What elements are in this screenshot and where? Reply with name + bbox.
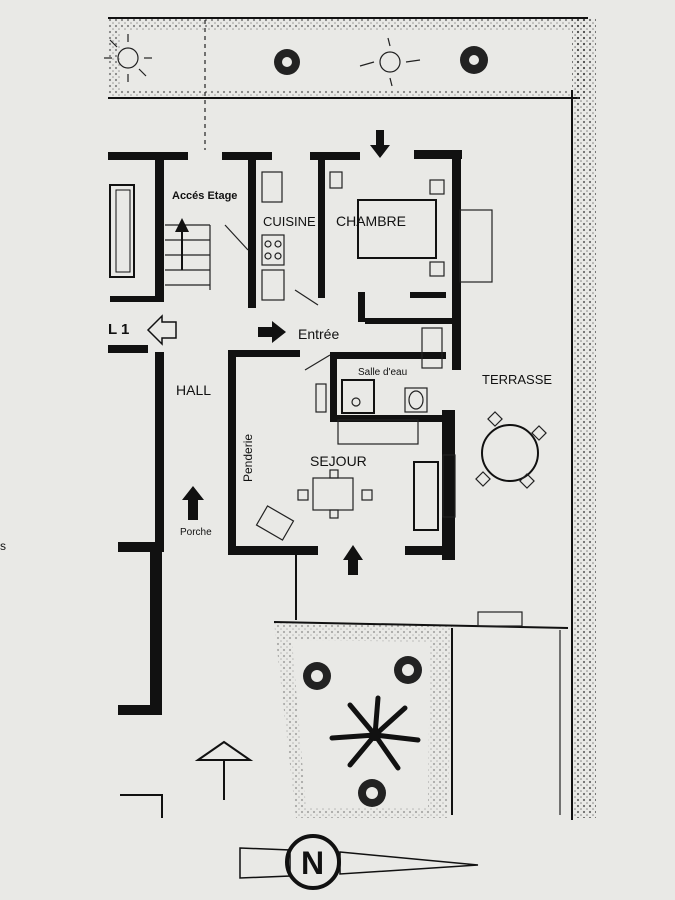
label-acces-etage: Accés Etage xyxy=(172,190,237,202)
compass-north-icon xyxy=(239,834,479,890)
level-marker: L 1 xyxy=(108,321,129,338)
level-arrow-icon xyxy=(146,314,177,346)
kitchen-fixtures xyxy=(224,171,319,306)
compass-letter: N xyxy=(301,845,324,881)
bathroom-fixtures xyxy=(341,327,443,414)
tree-icon xyxy=(394,656,422,684)
stairs xyxy=(165,218,211,290)
tree-icon xyxy=(460,46,488,74)
entry-arrow-icon xyxy=(343,545,363,575)
round-table-icon xyxy=(475,411,547,489)
tree-icon xyxy=(358,779,386,807)
label-chambre: CHAMBRE xyxy=(336,213,406,229)
entry-arrow-icon xyxy=(182,486,204,520)
interior-walls xyxy=(228,158,455,555)
label-penderie: Penderie xyxy=(241,434,255,482)
label-sejour: SEJOUR xyxy=(310,453,367,469)
parasol-icon xyxy=(194,740,254,800)
palm-tree-icon xyxy=(329,695,421,771)
sun-icon xyxy=(359,37,421,87)
top-garden-strip xyxy=(108,17,588,150)
right-garden-border xyxy=(571,18,596,820)
entry-arrow-icon xyxy=(370,130,390,158)
left-structure xyxy=(109,184,135,278)
bed xyxy=(329,171,493,283)
sun-icon xyxy=(104,34,152,82)
exterior-walls xyxy=(108,150,462,715)
tree-icon xyxy=(274,49,300,75)
label-entree: Entrée xyxy=(298,326,339,342)
tree-icon xyxy=(303,662,331,690)
label-terrasse: TERRASSE xyxy=(482,372,552,387)
label-salle-deau: Salle d'eau xyxy=(358,367,407,378)
edge-text: s xyxy=(0,539,6,553)
entry-arrow-icon xyxy=(258,321,286,343)
label-cuisine: CUISINE xyxy=(263,214,316,229)
living-furniture xyxy=(255,354,456,541)
corner-marker xyxy=(120,794,163,818)
label-hall: HALL xyxy=(176,382,211,398)
label-porche: Porche xyxy=(180,527,212,538)
